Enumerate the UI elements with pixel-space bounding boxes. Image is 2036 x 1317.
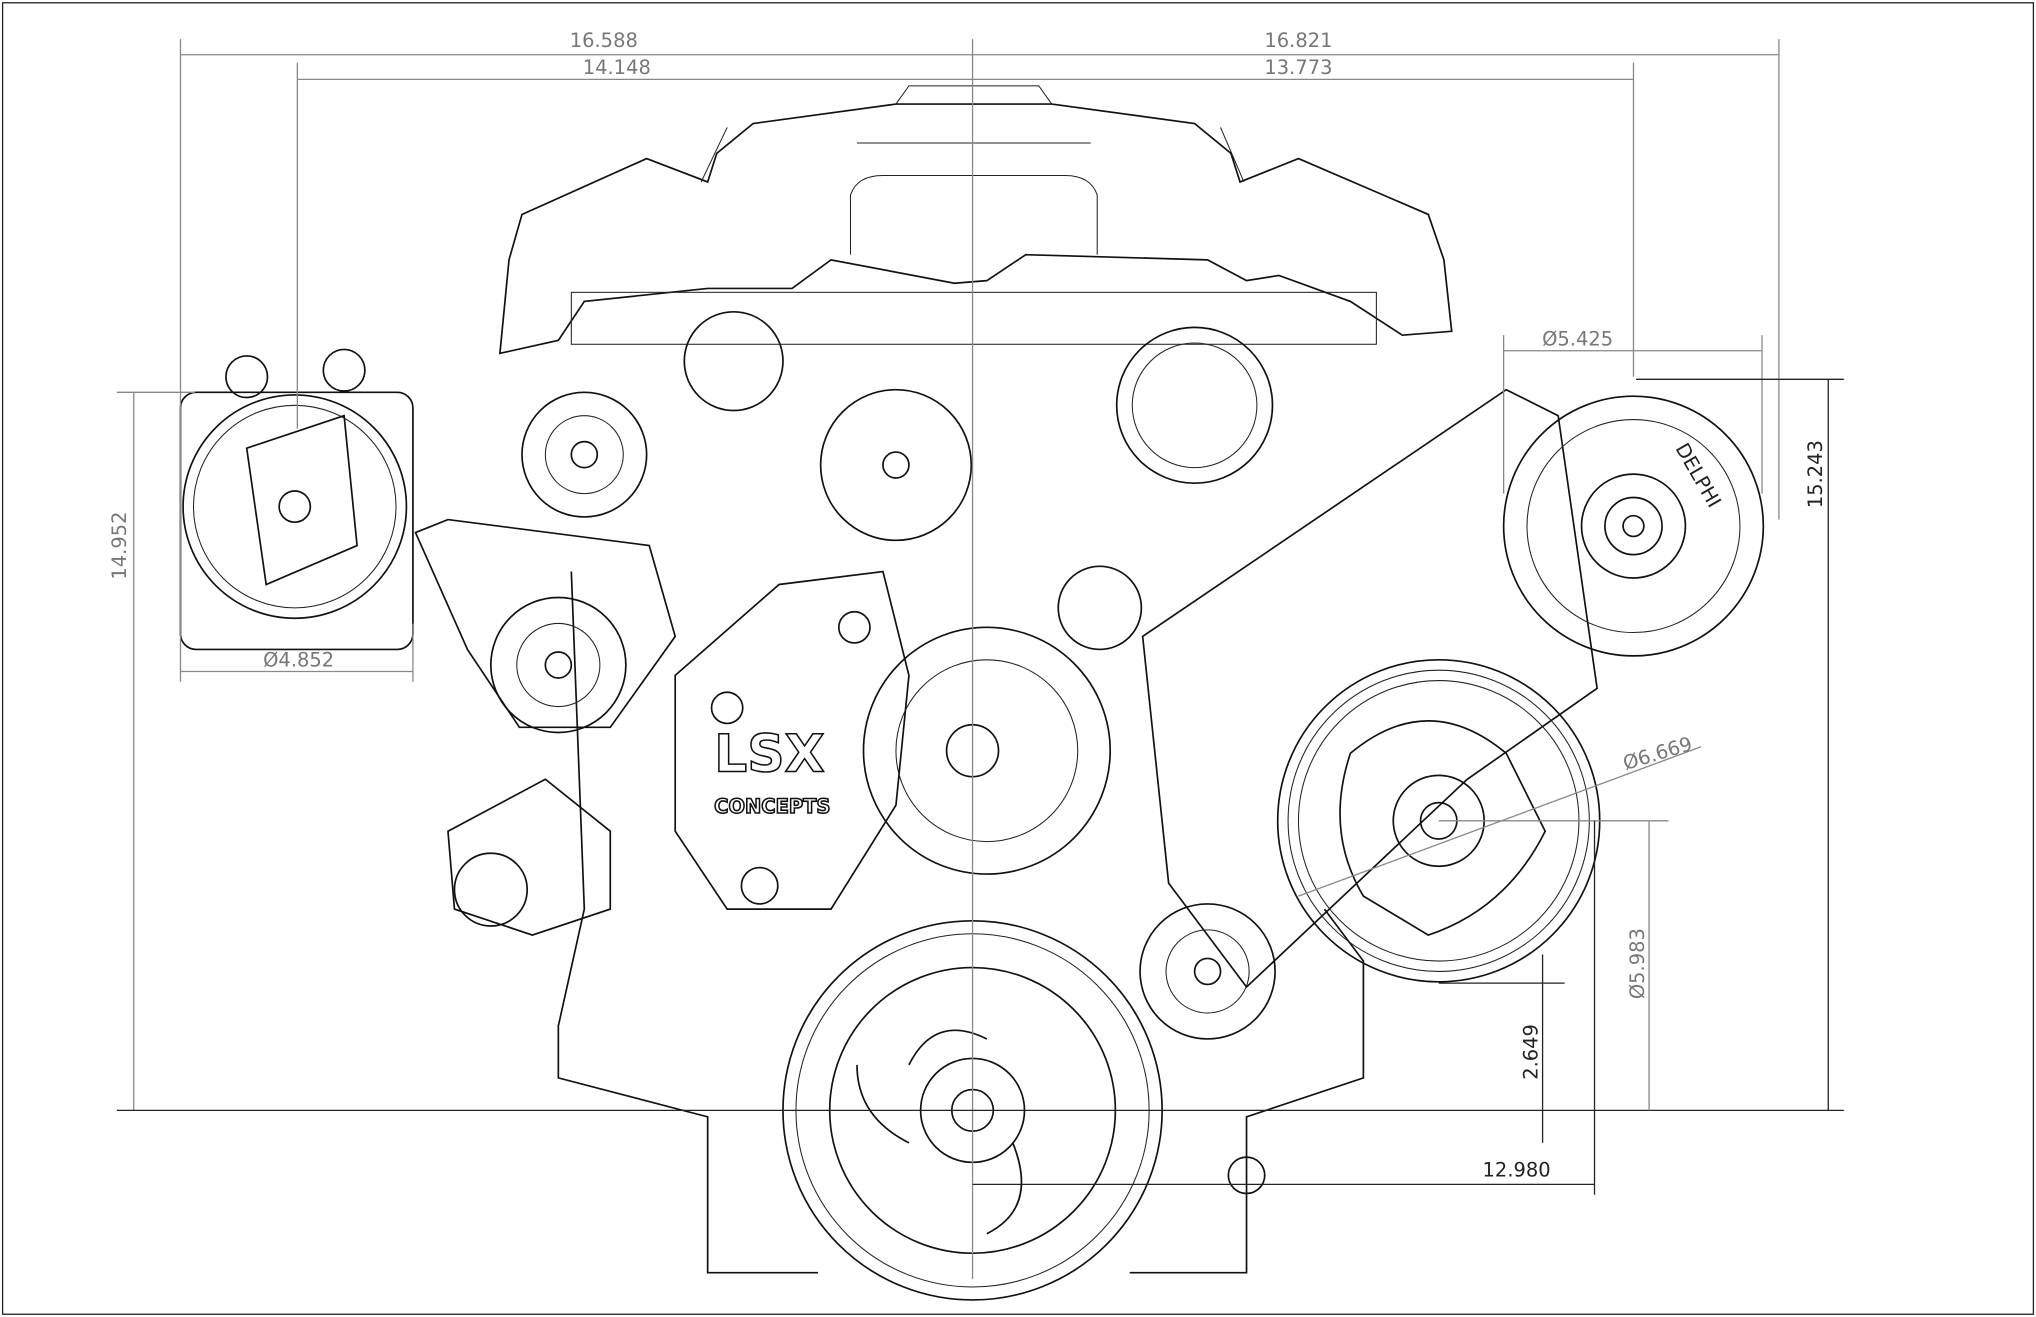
engine-block bbox=[414, 388, 1599, 1274]
dim-compressor-height: 14.952 bbox=[108, 511, 131, 579]
dim-compressor-dia: Ø4.852 bbox=[263, 648, 334, 671]
dim-overall-right: 16.821 bbox=[1264, 29, 1332, 52]
dim-inner-right: 13.773 bbox=[1264, 56, 1332, 79]
svg-text:LSX: LSX bbox=[714, 724, 825, 784]
dimension-lines bbox=[116, 39, 1844, 1195]
idler-pulleys bbox=[489, 310, 1276, 1195]
dim-ps-pulley-height: Ø5.983 bbox=[1626, 928, 1649, 999]
dim-ps-offset: 12.980 bbox=[1483, 1159, 1551, 1182]
water-pump-pulley bbox=[862, 626, 1112, 875]
dim-ps-clearance: 2.649 bbox=[1519, 1024, 1542, 1080]
dim-ps-pulley-dia: Ø6.669 bbox=[1620, 732, 1695, 775]
alternator: DELPHI bbox=[1502, 395, 1765, 657]
dim-alternator-dia: Ø5.425 bbox=[1542, 328, 1613, 351]
dim-alternator-height: 15.243 bbox=[1804, 440, 1827, 508]
svg-text:CONCEPTS: CONCEPTS bbox=[714, 795, 830, 818]
intake-manifold-cover bbox=[498, 85, 1453, 355]
dim-inner-left: 14.148 bbox=[583, 56, 651, 79]
lsx-concepts-logo: LSX CONCEPTS bbox=[713, 724, 831, 819]
dim-overall-left: 16.588 bbox=[570, 29, 638, 52]
